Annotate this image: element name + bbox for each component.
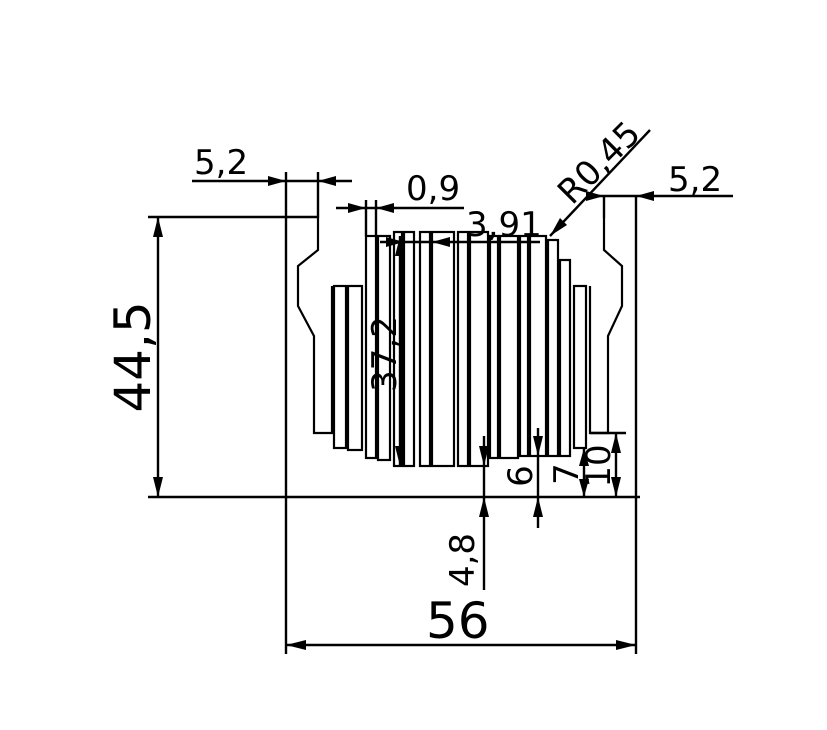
fin-pitch-label: 3,91 <box>466 205 542 245</box>
fin-group <box>332 230 588 468</box>
arrowhead <box>579 479 589 497</box>
fin-height-label: 37,2 <box>365 316 405 392</box>
depth-6-label: 6 <box>501 465 541 487</box>
fin <box>468 230 490 468</box>
arrowhead <box>616 640 636 650</box>
fin <box>518 234 530 458</box>
overall-width-label: 56 <box>426 592 490 650</box>
arrowhead <box>533 436 543 456</box>
fin <box>488 234 500 460</box>
arrowhead <box>348 203 366 213</box>
arrowhead <box>550 218 567 236</box>
fin <box>546 238 560 458</box>
depth-10-label: 10 <box>579 444 619 487</box>
arrowhead <box>153 217 163 237</box>
arrowhead <box>479 446 489 466</box>
right-wall-label: 5,2 <box>668 160 722 200</box>
heatsink-profile <box>296 218 624 468</box>
arrowhead <box>376 203 394 213</box>
fin <box>402 230 416 468</box>
radius-leader-line <box>549 129 651 237</box>
arrowhead <box>153 477 163 497</box>
base-thickness-label: 4,8 <box>443 533 483 587</box>
arrowhead <box>579 448 589 466</box>
fin <box>430 230 456 468</box>
fin <box>376 234 392 462</box>
fin <box>456 230 470 468</box>
arrowhead <box>395 446 405 466</box>
fin <box>558 258 572 458</box>
depth-7-label: 7 <box>547 463 587 485</box>
fin <box>364 234 378 460</box>
arrowhead <box>479 497 489 517</box>
arrowhead <box>386 237 404 247</box>
dimension-lines <box>148 129 733 654</box>
right-outer-wall <box>588 218 624 435</box>
fin-radius-label: R0,45 <box>550 114 649 213</box>
arrowhead <box>611 433 621 453</box>
fin <box>498 234 520 460</box>
arrowhead <box>636 191 654 201</box>
arrowhead <box>318 176 336 186</box>
left-outer-wall <box>296 218 334 435</box>
fin <box>418 230 432 468</box>
overall-height-label: 44,5 <box>104 301 162 412</box>
arrowhead <box>286 640 306 650</box>
arrowhead <box>395 236 405 256</box>
arrowhead <box>268 176 286 186</box>
arrowhead <box>611 477 621 497</box>
arrowhead <box>533 497 543 517</box>
left-wall-label: 5,2 <box>194 143 248 183</box>
fin <box>332 284 348 450</box>
fin <box>346 284 364 452</box>
arrowhead <box>432 237 450 247</box>
fin <box>392 230 404 468</box>
fin <box>528 234 548 458</box>
fin-thickness-label: 0,9 <box>406 169 460 209</box>
fin <box>572 284 588 450</box>
